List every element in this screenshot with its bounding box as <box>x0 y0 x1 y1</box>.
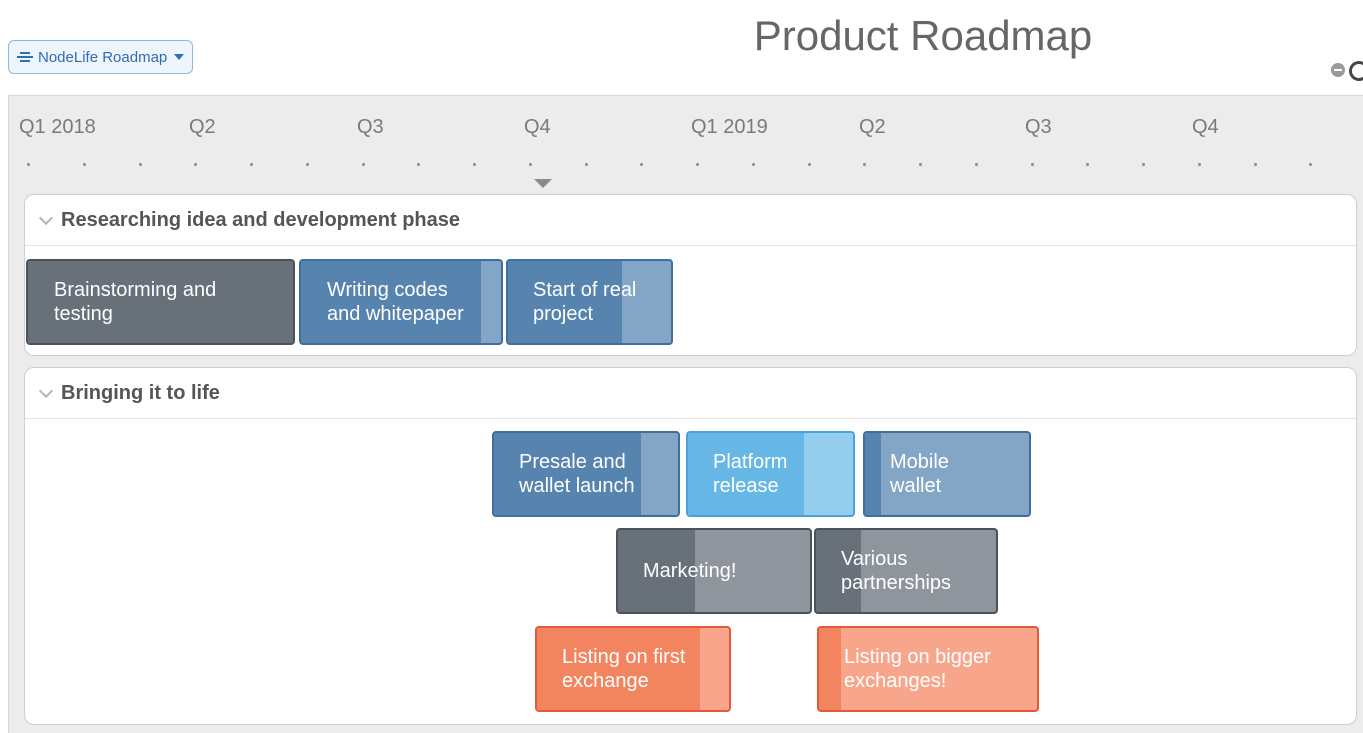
phase-title: Researching idea and development phase <box>61 208 461 231</box>
task-progress <box>819 628 841 710</box>
task-progress <box>508 261 623 343</box>
month-tick-dot <box>194 163 198 166</box>
phase-group: Researching idea and development phase B… <box>24 194 1357 356</box>
phase-group: Bringing it to life Presale and wallet l… <box>24 367 1357 725</box>
zoom-controls <box>1323 58 1363 82</box>
task-bar[interactable]: Listing on bigger exchanges! <box>817 626 1039 712</box>
task-bar[interactable]: Mobile wallet <box>863 431 1031 517</box>
roadmap-selector-label: NodeLife Roadmap <box>38 48 168 66</box>
phase-header[interactable]: Researching idea and development phase <box>25 195 1356 246</box>
task-label: Marketing! <box>643 560 737 582</box>
month-tick-dot <box>919 163 922 166</box>
month-tick-dot <box>417 163 421 166</box>
month-tick-dot <box>27 163 30 166</box>
month-tick-dot <box>138 163 142 166</box>
task-label: Start of real project <box>533 279 637 325</box>
phase-title: Bringing it to life <box>61 381 220 404</box>
chevron-down-icon <box>38 210 54 225</box>
month-tick-dot <box>1309 163 1313 166</box>
month-tick-dot <box>807 163 811 166</box>
task-label: Listing on bigger exchanges! <box>844 646 991 692</box>
task-label: Various partnerships <box>841 548 952 594</box>
task-bar[interactable]: Writing codes and whitepaper <box>299 259 503 345</box>
quarter-label: Q1 2018 <box>19 116 96 138</box>
chevron-down-icon <box>38 383 54 398</box>
task-label: Listing on first exchange <box>562 646 686 692</box>
caret-down-icon <box>174 54 185 60</box>
task-bar[interactable]: Start of real project <box>506 259 673 345</box>
task-progress <box>301 261 481 343</box>
task-progress <box>618 530 695 612</box>
task-bar[interactable]: Presale and wallet launch <box>492 431 680 517</box>
list-icon <box>17 52 33 62</box>
task-bar[interactable]: Various partnerships <box>814 528 998 614</box>
month-tick-dot <box>974 163 978 166</box>
quarter-label: Q3 <box>357 116 384 138</box>
today-marker-icon <box>534 179 552 188</box>
task-label: Platform release <box>713 451 788 497</box>
month-tick-dot <box>640 163 644 166</box>
task-label: Brainstorming and testing <box>54 279 217 325</box>
phase-header[interactable]: Bringing it to life <box>25 368 1356 419</box>
task-progress <box>865 433 882 515</box>
month-tick-dot <box>584 163 588 166</box>
quarter-label: Q4 <box>1192 116 1219 138</box>
quarter-label: Q2 <box>859 116 886 138</box>
task-progress <box>494 433 642 515</box>
month-tick-dot <box>1197 163 1201 166</box>
quarter-label: Q3 <box>1025 116 1052 138</box>
task-bar[interactable]: Platform release <box>686 431 855 517</box>
task-bar[interactable]: Listing on first exchange <box>535 626 731 712</box>
timeline-panel: Q1 2018 Q2 Q3 Q4 Q1 2019 Q2 Q3 Q4 Resear… <box>8 95 1363 733</box>
month-tick-dot <box>528 163 532 166</box>
quarter-label: Q4 <box>524 116 551 138</box>
month-tick-dot <box>1030 163 1034 166</box>
task-label: Mobile wallet <box>890 451 949 497</box>
task-progress <box>28 261 293 343</box>
quarter-label: Q2 <box>189 116 216 138</box>
month-tick-dot <box>473 163 476 166</box>
month-tick-dot <box>82 163 86 166</box>
timeline-header: Q1 2018 Q2 Q3 Q4 Q1 2019 Q2 Q3 Q4 <box>9 96 1363 191</box>
month-tick-dot <box>250 163 253 166</box>
task-bar[interactable]: Brainstorming and testing <box>26 259 295 345</box>
zoom-out-icon[interactable] <box>1331 63 1345 77</box>
task-progress <box>816 530 861 612</box>
month-tick-dot <box>751 163 755 166</box>
month-tick-dot <box>1142 163 1145 166</box>
quarter-label: Q1 2019 <box>691 116 768 138</box>
task-label: Writing codes and whitepaper <box>327 279 464 325</box>
month-tick-dot <box>361 163 365 166</box>
month-tick-dot <box>305 163 309 166</box>
month-tick-dot <box>863 163 867 166</box>
month-tick-dot <box>1086 163 1090 166</box>
roadmap-selector-button[interactable]: NodeLife Roadmap <box>8 40 194 74</box>
task-label: Presale and wallet launch <box>519 451 635 497</box>
refresh-icon[interactable] <box>1349 61 1363 81</box>
month-tick-dot <box>1253 163 1257 166</box>
task-progress <box>688 433 804 515</box>
page-title: Product Roadmap <box>753 12 1093 59</box>
task-bar[interactable]: Marketing! <box>616 528 812 614</box>
month-tick-dot <box>696 163 699 166</box>
task-progress <box>537 628 701 710</box>
